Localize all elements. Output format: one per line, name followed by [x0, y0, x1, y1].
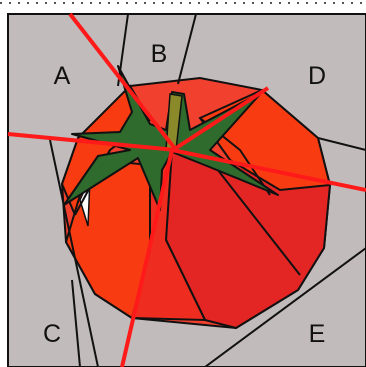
red-cut-line-right: [171, 148, 366, 192]
region-label-d: D: [308, 62, 326, 90]
seam-line-e: [204, 247, 366, 367]
seam-line-c-left: [49, 139, 99, 367]
seam-line-c-right: [71, 279, 81, 367]
red-cut-line-bottom: [120, 149, 174, 367]
seam-line-b-left: [117, 13, 129, 87]
region-label-c: C: [43, 320, 61, 348]
seam-line-b-right: [177, 13, 197, 85]
region-label-a: A: [54, 62, 71, 90]
region-label-b: B: [151, 40, 168, 68]
red-cut-line-top-left: [68, 12, 178, 152]
red-cut-line-left: [7, 132, 177, 152]
seam-line-inner-2: [209, 159, 301, 276]
red-cut-line-top-right: [168, 86, 270, 154]
seam-line-d: [317, 137, 366, 151]
region-label-e: E: [309, 320, 326, 348]
